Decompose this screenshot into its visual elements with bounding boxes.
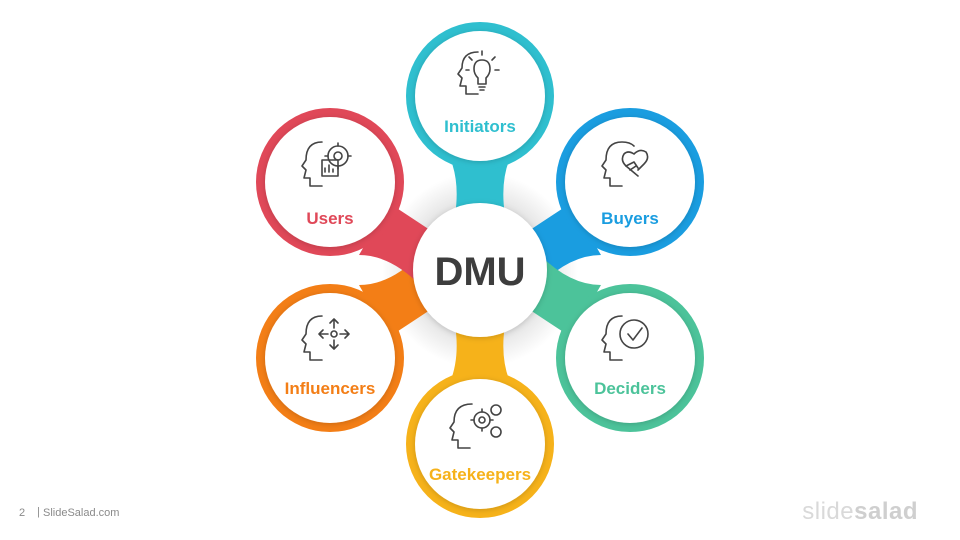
role-gatekeepers <box>406 370 554 518</box>
head-gears-icon <box>449 403 502 449</box>
head-heart-handshake-icon <box>601 141 649 187</box>
footer-source: SlideSalad.com <box>43 507 120 519</box>
role-deciders <box>556 284 704 432</box>
role-initiators <box>406 22 554 170</box>
role-buyers <box>556 108 704 256</box>
footer-separator: | <box>37 506 40 518</box>
label-buyers: Buyers <box>601 209 659 228</box>
role-influencers <box>256 284 404 432</box>
label-influencers: Influencers <box>285 379 376 398</box>
center-label: DMU <box>434 250 525 294</box>
head-arrows-icon <box>301 315 350 361</box>
label-initiators: Initiators <box>444 117 516 136</box>
logo-part2: salad <box>854 498 918 525</box>
slidesalad-logo: slidesalad <box>802 498 918 526</box>
role-users <box>256 108 404 256</box>
head-gear-chart-icon <box>301 141 352 187</box>
label-users: Users <box>306 209 353 228</box>
logo-part1: slide <box>802 498 855 525</box>
page-number: 2 <box>19 507 26 519</box>
label-deciders: Deciders <box>594 379 666 398</box>
label-gatekeepers: Gatekeepers <box>429 465 531 484</box>
center-circle <box>413 203 547 337</box>
head-checkmark-icon <box>601 315 649 361</box>
head-lightbulb-icon <box>457 50 500 95</box>
